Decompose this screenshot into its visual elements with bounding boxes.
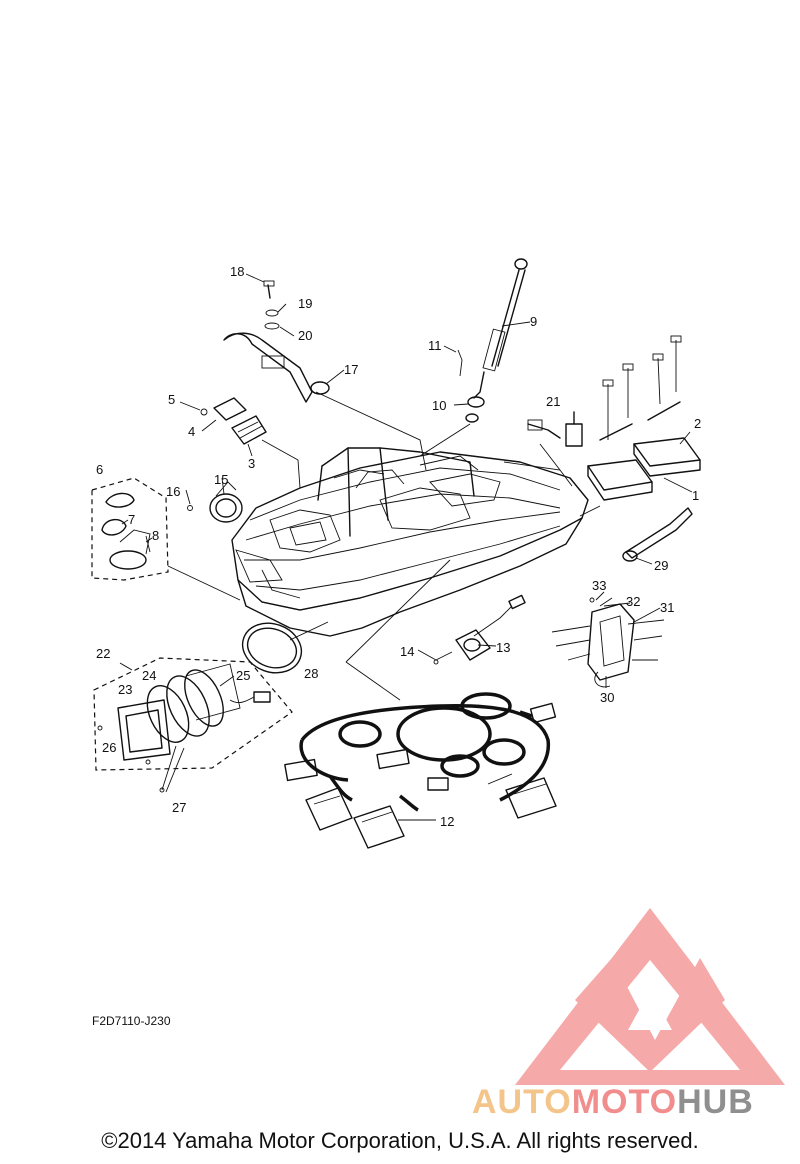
speaker-parts-15-16	[187, 481, 243, 523]
part-number-labels: 1 2 3 4 5 6 7 8 9 10 11 12 13 14 15 16 1…	[96, 264, 701, 829]
part-number-33: 33	[592, 578, 606, 593]
switch-part-21	[527, 411, 583, 447]
part-number-5: 5	[168, 392, 175, 407]
gasket-part-28	[241, 622, 303, 674]
part-number-10: 10	[432, 398, 446, 413]
part-number-24: 24	[142, 668, 156, 683]
part-number-27: 27	[172, 800, 186, 815]
part-number-25: 25	[236, 668, 250, 683]
part-number-9: 9	[530, 314, 537, 329]
part-number-17: 17	[344, 362, 358, 377]
part-number-8: 8	[152, 528, 159, 543]
wire-harness-part-12	[284, 692, 557, 849]
control-box-parts-30-33	[551, 597, 665, 688]
copyright-notice: ©2014 Yamaha Motor Corporation, U.S.A. A…	[101, 1128, 699, 1153]
antenna-assembly	[457, 258, 528, 423]
part-number-2: 2	[694, 416, 701, 431]
part-number-31: 31	[660, 600, 674, 615]
handrail-assembly	[223, 280, 330, 403]
part-number-26: 26	[102, 740, 116, 755]
watermark-text-hub: HUB	[677, 1083, 754, 1121]
part-number-3: 3	[248, 456, 255, 471]
vent-parts-3-5	[179, 397, 267, 445]
watermark-logo	[515, 908, 785, 1085]
part-number-19: 19	[298, 296, 312, 311]
part-number-21: 21	[546, 394, 560, 409]
part-number-16: 16	[166, 484, 180, 499]
part-number-6: 6	[96, 462, 103, 477]
part-number-15: 15	[214, 472, 228, 487]
part-number-1: 1	[692, 488, 699, 503]
part-number-4: 4	[188, 424, 195, 439]
part-number-13: 13	[496, 640, 510, 655]
diagram-code: F2D7110-J230	[92, 1014, 171, 1028]
part-number-20: 20	[298, 328, 312, 343]
part-number-28: 28	[304, 666, 318, 681]
part-number-14: 14	[400, 644, 414, 659]
boat-hull	[231, 447, 589, 637]
light-assembly-22-27	[93, 657, 293, 793]
part-number-11: 11	[428, 338, 442, 353]
watermark-text-auto: AUTO	[472, 1083, 572, 1121]
part-number-29: 29	[654, 558, 668, 573]
bracket-parts-1-2	[587, 335, 701, 501]
number-leaders	[119, 273, 693, 821]
part-number-22: 22	[96, 646, 110, 661]
rail-part-29	[622, 507, 693, 562]
part-number-12: 12	[440, 814, 454, 829]
leader-lines	[167, 391, 601, 701]
watermark-text: AUTOMOTOHUB	[472, 1083, 754, 1122]
part-number-32: 32	[626, 594, 640, 609]
gauge-parts-13-14	[433, 594, 526, 665]
part-number-7: 7	[128, 512, 135, 527]
light-parts-6-8	[91, 477, 169, 581]
watermark-text-moto: MOTO	[571, 1083, 678, 1121]
part-number-18: 18	[230, 264, 244, 279]
part-number-30: 30	[600, 690, 614, 705]
part-number-23: 23	[118, 682, 132, 697]
